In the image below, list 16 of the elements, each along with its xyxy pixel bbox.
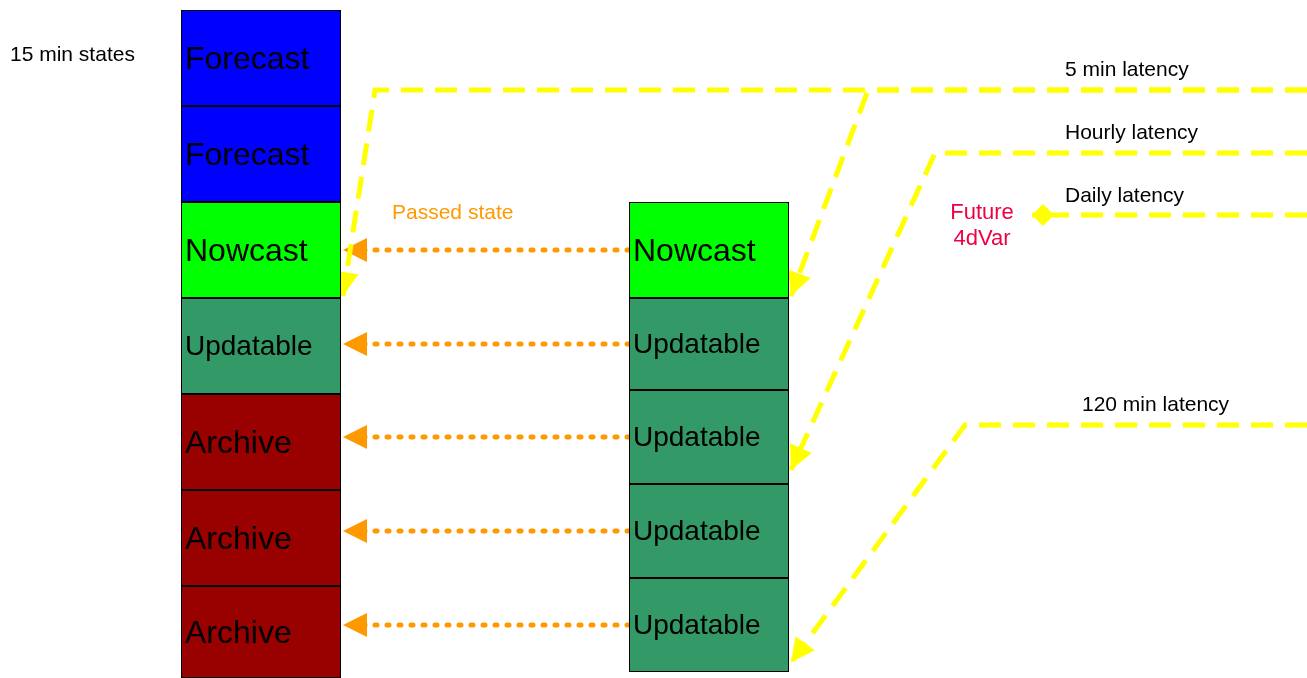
updatable-box: Updatable	[629, 578, 789, 672]
nowcast-box: Nowcast	[181, 202, 341, 298]
nowcast-box: Nowcast	[629, 202, 789, 298]
updatable-box: Updatable	[629, 484, 789, 578]
archive-box: Archive	[181, 490, 341, 586]
forecast-box: Forecast	[181, 10, 341, 106]
updatable-box: Updatable	[629, 390, 789, 484]
archive-box: Archive	[181, 586, 341, 678]
updatable-box: Updatable	[629, 298, 789, 390]
forecast-box: Forecast	[181, 106, 341, 202]
arrow	[788, 87, 1307, 297]
archive-box: Archive	[181, 394, 341, 490]
note-text: Future 4dVar	[949, 199, 1015, 251]
arrow	[789, 422, 1307, 665]
updatable-box: Updatable	[181, 298, 341, 394]
arrow	[788, 150, 1307, 471]
